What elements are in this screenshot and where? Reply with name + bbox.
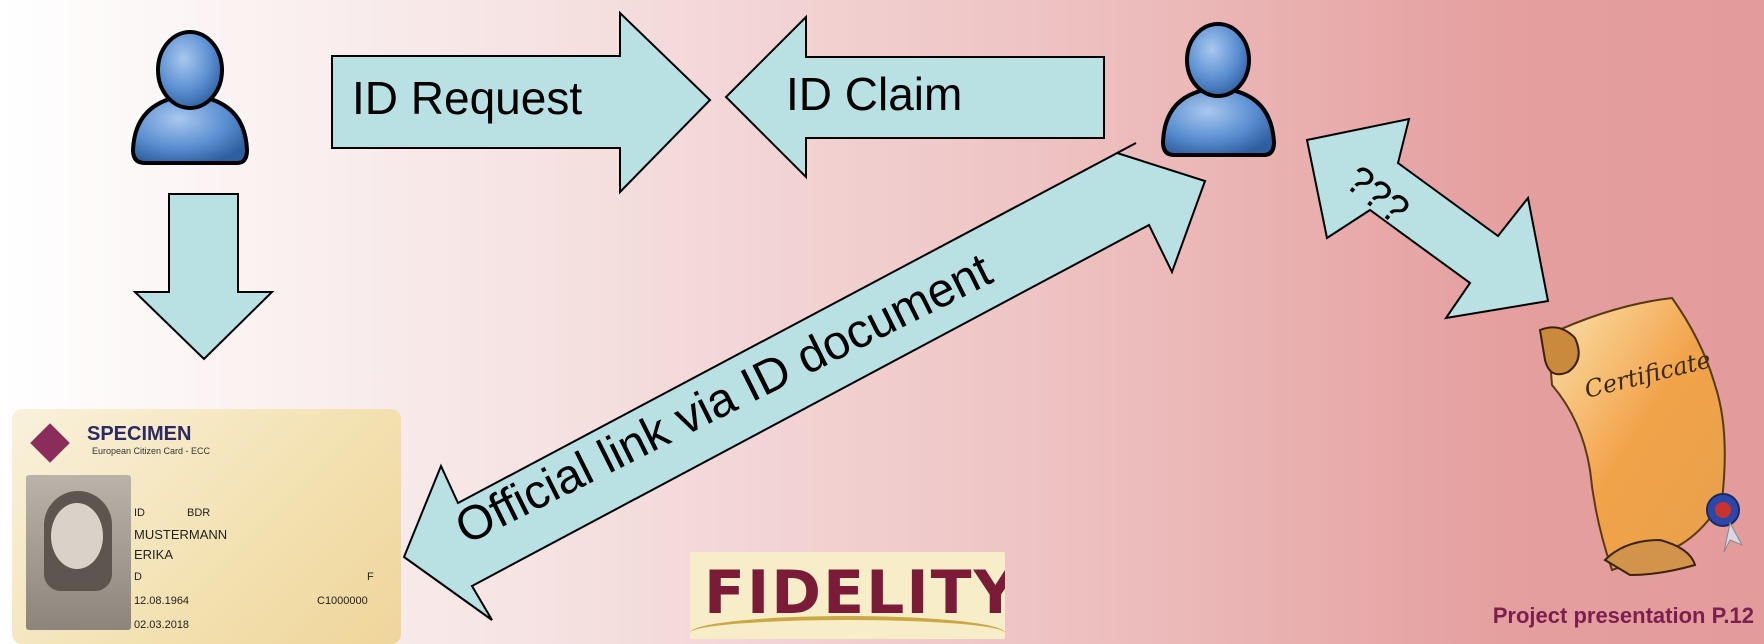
card-number: C1000000 [317, 595, 368, 607]
card-sex-code: D [134, 571, 142, 583]
certificate-seal-icon [1706, 493, 1744, 553]
card-id-type: ID [134, 507, 145, 519]
card-expiry: 02.03.2018 [134, 619, 190, 631]
id-request-label: ID Request [352, 72, 582, 124]
card-title: SPECIMEN [87, 423, 192, 445]
card-birth-date: 12.08.1964 [134, 595, 190, 607]
unknown-link-arrow: ??? [1305, 117, 1550, 320]
id-request-arrow: ID Request [331, 10, 712, 195]
id-claim-arrow: ID Claim [724, 14, 1105, 180]
card-given-name: ERIKA [134, 547, 174, 562]
card-country: BDR [187, 507, 211, 519]
person-icon-right [1160, 22, 1277, 157]
photo-face [51, 503, 103, 569]
person-icon-left [130, 30, 250, 165]
official-link-label: Official link via ID document [447, 244, 1000, 555]
down-arrow [132, 193, 275, 361]
id-claim-label: ID Claim [786, 68, 962, 120]
card-sex: F [367, 571, 374, 583]
card-logo-icon [30, 423, 70, 463]
card-photo [26, 475, 131, 630]
fidelity-logo: FIDELITY [690, 552, 1005, 639]
fidelity-logo-text: FIDELITY [704, 558, 1005, 628]
fidelity-swoosh [690, 616, 1005, 639]
card-subtitle: European Citizen Card - ECC [92, 446, 211, 456]
certificate-scroll-icon: Certificate [1538, 296, 1744, 577]
footer-page-label: Project presentation P.12 [1492, 603, 1754, 628]
card-surname: MUSTERMANN [134, 527, 228, 542]
id-card-image: SPECIMEN European Citizen Card - ECC ID … [12, 409, 401, 644]
official-link-arrow: Official link via ID document [402, 142, 1207, 621]
